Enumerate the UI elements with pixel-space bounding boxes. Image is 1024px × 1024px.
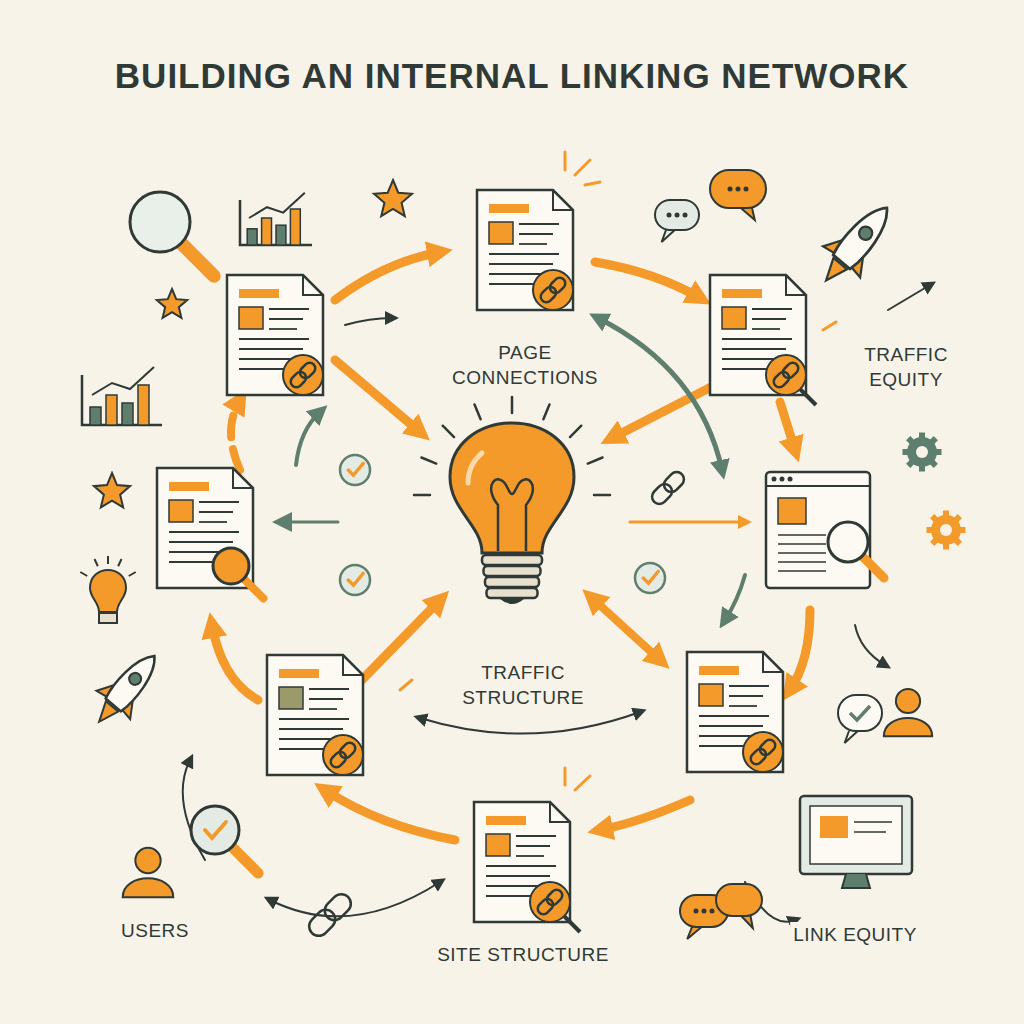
icons <box>80 152 965 940</box>
check-mark <box>635 563 665 593</box>
sparkle <box>585 182 600 185</box>
text-label: SITE STRUCTURE <box>434 942 612 969</box>
lightbulb <box>414 397 610 604</box>
small-bulb <box>80 556 135 623</box>
page-document <box>687 652 783 772</box>
chat-bubble <box>838 695 882 743</box>
rocket <box>82 642 171 736</box>
chat-bubble <box>655 200 699 242</box>
bar-chart <box>82 367 162 425</box>
chain-links <box>305 890 355 940</box>
flow-arrow <box>725 575 745 620</box>
sparkle <box>564 768 567 785</box>
sparkle <box>564 152 567 170</box>
flow-arrow <box>595 262 700 298</box>
page-document <box>157 468 263 598</box>
gear <box>903 433 942 472</box>
flow-arrow <box>352 600 440 690</box>
monitor <box>800 796 912 888</box>
flow-arrow <box>335 252 440 300</box>
title: BUILDING AN INTERNAL LINKING NETWORK <box>12 56 1012 96</box>
page-document <box>474 802 580 932</box>
chain-links <box>649 469 687 507</box>
page-document <box>477 190 573 310</box>
text-label: TRAFFIC EQUITY <box>848 342 964 393</box>
flow-arrow <box>420 712 640 734</box>
page-document <box>710 275 816 405</box>
flow-arrow <box>270 882 440 916</box>
bar-chart <box>240 193 312 245</box>
flow-arrow <box>630 521 745 524</box>
user-icon <box>884 689 932 736</box>
flow-arrow <box>212 625 258 700</box>
text-label: LINK EQUITY <box>790 922 920 949</box>
user-icon <box>123 848 174 897</box>
page-document <box>227 275 323 395</box>
sparkle <box>575 776 590 790</box>
flow-arrow <box>592 598 660 660</box>
arrows <box>183 252 930 922</box>
flow-arrow <box>231 400 240 470</box>
flow-arrow <box>600 800 690 830</box>
flow-arrow <box>855 625 885 665</box>
chat-bubble <box>710 170 766 220</box>
star <box>94 473 130 507</box>
sparkle <box>575 160 590 175</box>
browser-page <box>766 472 884 588</box>
check-mark <box>340 565 370 595</box>
chat-bubble <box>716 884 762 928</box>
page-document <box>267 655 363 775</box>
flow-arrow <box>888 285 930 310</box>
flow-arrow <box>335 360 420 432</box>
flow-arrow <box>780 402 795 450</box>
magnifier <box>130 192 214 276</box>
flow-arrow <box>325 790 455 840</box>
flow-arrow <box>345 318 392 325</box>
text-label: USERS <box>118 918 192 945</box>
check-mark <box>340 455 370 485</box>
flow-arrow <box>296 412 320 465</box>
sparkle <box>400 680 412 690</box>
gear <box>927 511 966 550</box>
text-label: TRAFFIC STRUCTURE <box>450 660 596 711</box>
flow-arrow <box>598 318 722 470</box>
star <box>374 180 412 216</box>
sparkle <box>823 322 836 330</box>
magnifier-check <box>191 806 258 873</box>
star <box>157 289 187 318</box>
rocket <box>808 192 906 296</box>
flow-arrow <box>790 610 810 690</box>
flow-arrow <box>282 521 338 524</box>
text-label: PAGE CONNECTIONS <box>447 340 603 391</box>
